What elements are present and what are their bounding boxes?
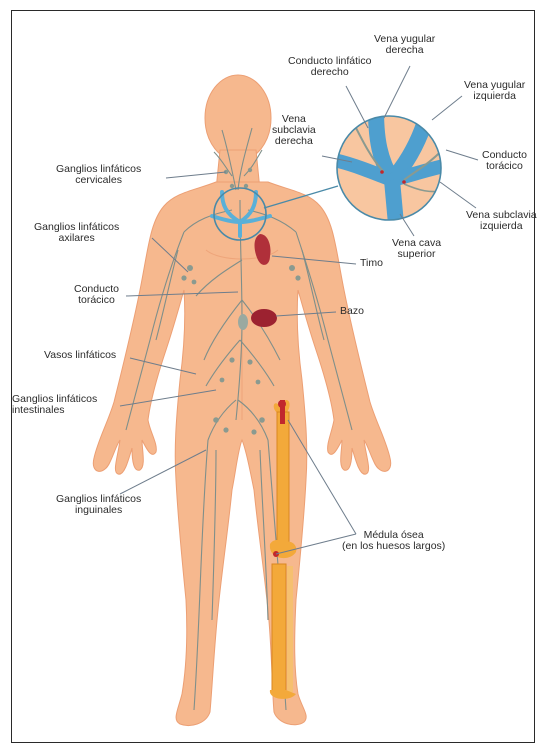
label-vasos-linfaticos: Vasos linfáticos xyxy=(44,350,116,361)
cisterna-chyli xyxy=(238,314,248,330)
label-timo: Timo xyxy=(360,258,383,269)
label-bazo: Bazo xyxy=(340,306,364,317)
spleen xyxy=(251,309,277,327)
inset-magnification xyxy=(334,110,448,224)
label-medula-osea: Médula ósea(en los huesos largos) xyxy=(342,530,445,552)
